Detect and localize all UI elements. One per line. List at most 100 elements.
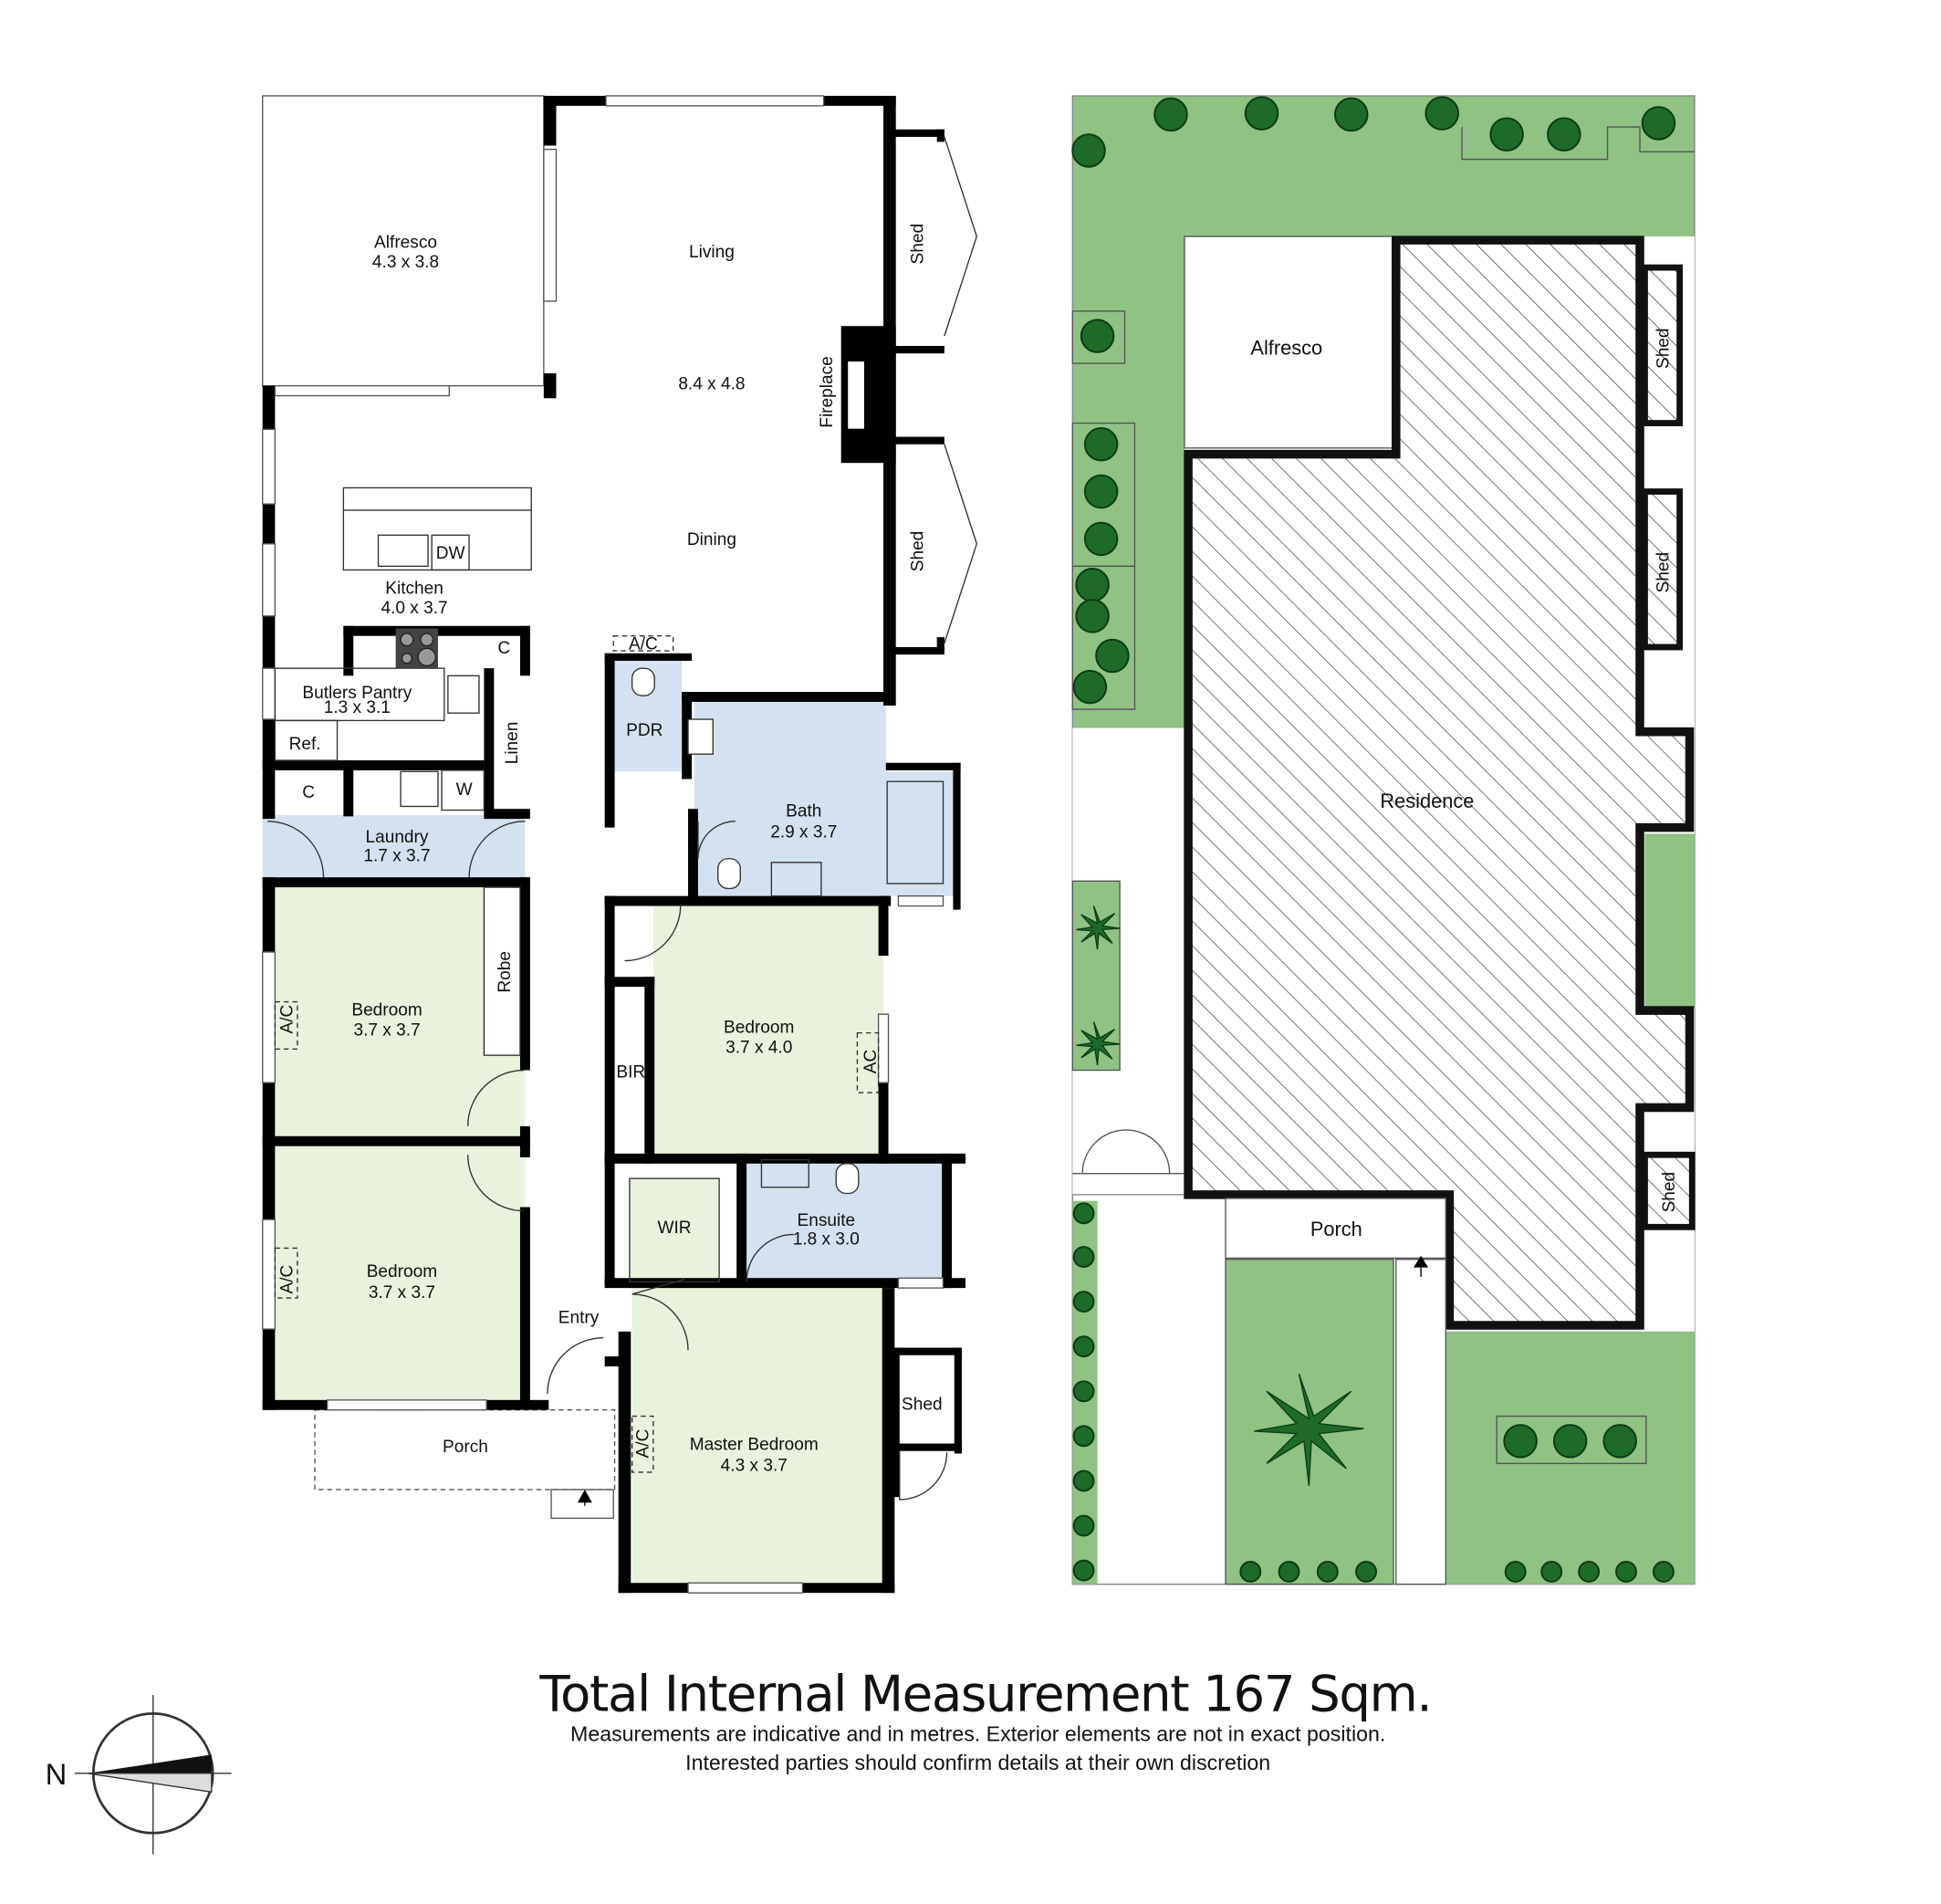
tree-icon (1083, 474, 1119, 509)
north-label: N (46, 1757, 68, 1791)
tree-icon (1153, 97, 1188, 132)
shrub-icon (1578, 1561, 1601, 1583)
washer-label: W (456, 780, 473, 800)
porch-area (314, 1409, 616, 1491)
robe-label: Robe (496, 951, 515, 993)
shrub-icon (1072, 1559, 1095, 1582)
porch-label: Porch (443, 1438, 488, 1457)
cupboard-label: C (497, 639, 510, 658)
shrub-icon (1355, 1561, 1377, 1583)
tree-icon (1547, 117, 1581, 152)
site-plan: Alfresco Residence Porch Shed Shed Shed (1071, 95, 1696, 1585)
fireplace-label: Fireplace (818, 356, 837, 427)
alfresco-area (262, 95, 545, 387)
tree-icon (1083, 521, 1119, 557)
tree-icon (1602, 1424, 1637, 1459)
ac-label: A/C (277, 1005, 297, 1034)
ac-label: A/C (277, 1264, 297, 1293)
shrub-icon (1504, 1561, 1527, 1583)
disclaimer-line-1: Measurements are indicative and in metre… (570, 1721, 1385, 1745)
tree-icon (1244, 96, 1279, 131)
fridge-label: Ref. (289, 735, 321, 754)
disclaimer-line-2: Interested parties should confirm detail… (685, 1751, 1270, 1774)
site-porch-label: Porch (1310, 1218, 1362, 1240)
shrub-icon (1615, 1561, 1637, 1583)
site-alfresco (1184, 235, 1394, 449)
wir-label: WIR (657, 1219, 691, 1238)
basin-icon (687, 718, 714, 755)
shrub-icon (1072, 1202, 1095, 1225)
kitchen-label: Kitchen (385, 579, 444, 598)
master-bedroom-size: 4.3 x 3.7 (721, 1457, 788, 1476)
ac-label: A/C (633, 1428, 652, 1458)
tree-icon (1641, 106, 1676, 141)
laundry-room (262, 815, 526, 882)
ac-label: A/C (629, 635, 658, 654)
total-measurement-title: Total Internal Measurement 167 Sqm. (538, 1665, 1431, 1723)
master-bedroom-label: Master Bedroom (690, 1435, 819, 1454)
dishwasher-label: DW (436, 544, 465, 563)
bedroom-label: Bedroom (724, 1019, 794, 1038)
bath-label: Bath (786, 801, 821, 821)
entry-arrow-icon (577, 1489, 592, 1506)
kitchen-size: 4.0 x 3.7 (381, 599, 447, 618)
bedroom-2 (273, 1145, 526, 1400)
shed-label: Shed (902, 1396, 943, 1415)
toilet-icon (631, 667, 655, 696)
site-shed (1642, 1151, 1696, 1230)
tree-icon (1552, 1424, 1588, 1459)
shed-label: Shed (909, 531, 928, 572)
fixtures (267, 136, 978, 1501)
shed-label: Shed (909, 224, 928, 265)
site-shed-label: Shed (1660, 1172, 1679, 1213)
shrub-icon (1072, 1514, 1095, 1537)
site-shed-label: Shed (1654, 328, 1673, 369)
pdr-label: PDR (626, 721, 663, 740)
alfresco-size: 4.3 x 3.8 (372, 253, 439, 272)
tree-icon (1489, 117, 1524, 152)
bedroom-label: Bedroom (351, 1001, 422, 1020)
shrub-icon (1278, 1561, 1300, 1583)
windows (262, 95, 944, 1594)
laundry-size: 1.7 x 3.7 (363, 846, 430, 865)
tree-icon (1095, 638, 1130, 674)
residence-label: Residence (1380, 790, 1474, 812)
site-porch (1225, 1198, 1446, 1260)
linen-label: Linen (503, 722, 522, 765)
ensuite-label: Ensuite (798, 1211, 856, 1230)
dining-label: Dining (687, 530, 736, 549)
palm-icon (1076, 905, 1364, 1486)
bedroom-1 (273, 887, 485, 1139)
floor-plan: Alfresco 4.3 x 3.8 Living 8.4 x 4.8 Dini… (262, 95, 978, 1594)
entry-label: Entry (558, 1308, 600, 1327)
shrub-icon (1316, 1561, 1339, 1583)
bathtub-icon (886, 780, 944, 884)
residence (1184, 235, 1695, 1330)
kitchen-sink-icon (377, 534, 429, 568)
bedroom-size: 3.7 x 4.0 (725, 1038, 792, 1057)
bedroom-size: 3.7 x 3.7 (369, 1283, 435, 1302)
shrub-icon (1072, 1246, 1095, 1268)
tree-icon (1075, 599, 1110, 633)
site-alfresco-label: Alfresco (1250, 337, 1322, 360)
site-shed (1642, 264, 1684, 426)
bedroom-size: 3.7 x 3.7 (353, 1020, 420, 1040)
living-label: Living (689, 243, 735, 262)
shrub-icon (1239, 1561, 1262, 1583)
wir-room (629, 1178, 720, 1282)
shrub-icon (1072, 1291, 1095, 1313)
shrub-icon (1072, 1470, 1095, 1492)
shrub-icon (1072, 1380, 1095, 1403)
tree-icon (1080, 319, 1115, 353)
alfresco-label: Alfresco (374, 233, 437, 252)
cupboard-label: C (302, 783, 315, 802)
laundry-label: Laundry (365, 828, 428, 847)
tree-icon (1075, 568, 1110, 602)
tree-icon (1083, 426, 1119, 462)
entry-arrow-icon (1414, 1255, 1429, 1277)
shrub-icon (1652, 1561, 1675, 1583)
site-shed (1642, 488, 1684, 651)
bir-label: BIR (616, 1063, 645, 1083)
butlers-pantry-label: Butlers Pantry (302, 684, 412, 703)
